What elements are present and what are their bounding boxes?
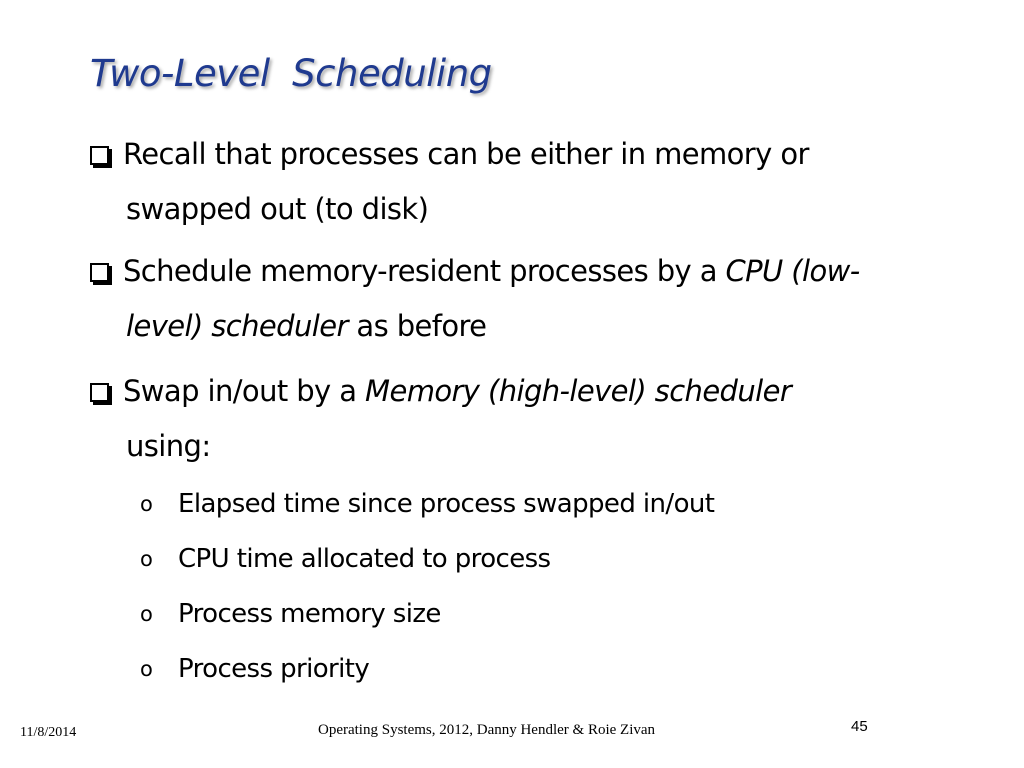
- hollow-circle-icon: o: [140, 547, 153, 571]
- footer-caption: Operating Systems, 2012, Danny Hendler &…: [318, 722, 656, 738]
- checkbox-square-icon: [90, 263, 109, 282]
- hollow-circle-icon: o: [140, 657, 153, 681]
- slide-title: Two-Level Scheduling: [90, 52, 492, 95]
- page-number: 45: [851, 718, 868, 735]
- hollow-circle-icon: o: [140, 492, 153, 516]
- bullet-item: Recall that processes can be either in m…: [90, 127, 809, 237]
- bullet-item: Swap in/out by a Memory (high-level) sch…: [90, 364, 792, 474]
- checkbox-square-icon: [90, 383, 109, 402]
- hollow-circle-icon: o: [140, 602, 153, 626]
- footer-date: 11/8/2014: [20, 725, 77, 740]
- checkbox-square-icon: [90, 146, 109, 165]
- bullet-item: Schedule memory-resident processes by a …: [90, 244, 860, 354]
